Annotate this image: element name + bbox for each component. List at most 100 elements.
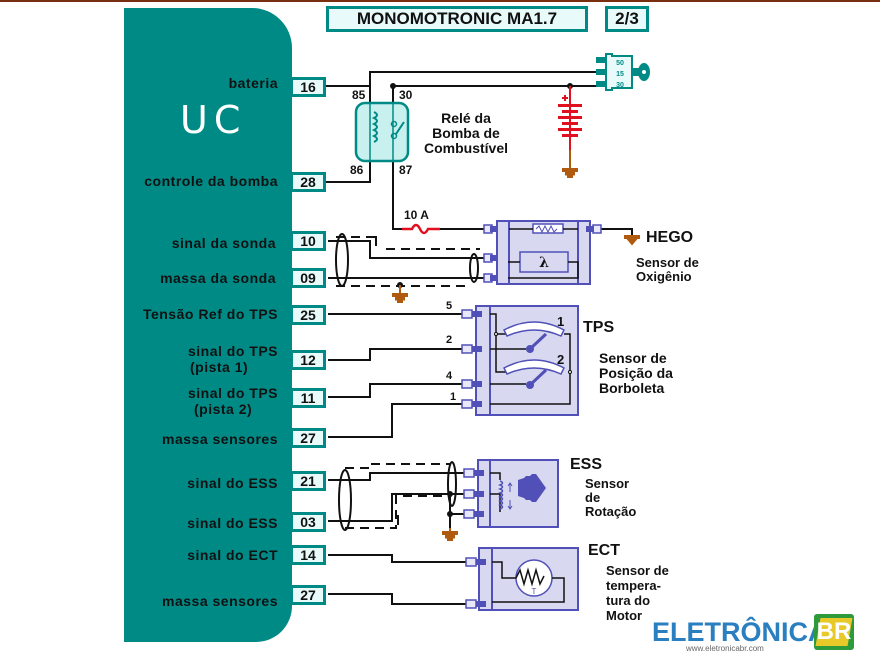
- ground-icon: [624, 235, 640, 246]
- tps-caption: Sensor de Posição da Borboleta: [599, 351, 673, 396]
- cable-bundle-ess-right: [447, 461, 457, 507]
- relay-terminal-87: 87: [399, 163, 413, 177]
- battery-icon: [558, 86, 582, 150]
- hego-caption-line: Sensor de: [636, 255, 699, 270]
- pin-label-line: (pista 2): [193, 401, 253, 417]
- pin-label-sinal-ess-2: sinal do ESS: [187, 515, 278, 531]
- pin-label-tensao-ref-tps: Tensão Ref do TPS: [142, 306, 278, 322]
- wire-ect-27: [328, 593, 470, 605]
- shield-ess-bottom: [345, 495, 450, 529]
- junction-dot: [447, 511, 453, 517]
- ignition-terminal-15: 15: [616, 71, 624, 78]
- connector-pin: [463, 468, 475, 478]
- pin-label-sinal-ect: sinal do ECT: [187, 547, 278, 563]
- fuse-icon: [402, 223, 440, 235]
- connector-pin: [463, 489, 475, 499]
- ess-caption-line: de: [585, 490, 601, 505]
- diagram-title: MONOMOTRONIC MA1.7: [326, 6, 588, 32]
- wire-ess-03: [328, 493, 488, 522]
- pin-label-sinal-ess-1: sinal do ESS: [187, 475, 278, 491]
- pin-label-sinal-tps-2: sinal do TPS (pista 2): [188, 385, 278, 417]
- ess-caption: Sensor de Rotação: [585, 477, 636, 519]
- shield-sonda-top: [336, 236, 480, 250]
- pin-21: 21: [290, 471, 326, 491]
- relay-caption-line: Combustível: [423, 140, 508, 156]
- logo-br-text: BR: [816, 618, 852, 645]
- tps-pin-5: 5: [446, 300, 453, 312]
- connector-pin: [461, 379, 473, 389]
- pin-27-b: 27: [290, 585, 326, 605]
- pin-label-line: (pista 1): [189, 359, 249, 375]
- connector-pin: [592, 224, 602, 234]
- ignition-switch-icon: 50 15 30: [596, 53, 650, 91]
- connector-pin: [461, 344, 473, 354]
- tps-sensor-block: [475, 305, 579, 416]
- lambda-symbol: λ: [539, 255, 549, 271]
- ignition-terminal-50: 50: [616, 60, 624, 67]
- ess-caption-line: Sensor: [585, 476, 630, 491]
- ect-caption-line: Motor: [606, 608, 643, 623]
- wire-ect-14: [328, 554, 470, 563]
- top-border-line: [0, 0, 880, 2]
- pin-09: 09: [290, 268, 326, 288]
- ignition-terminal-30: 30: [616, 82, 624, 89]
- pin-12: 12: [290, 350, 326, 370]
- ect-temp-symbol: T: [532, 587, 537, 596]
- ground-icon: [442, 528, 458, 541]
- ess-caption-line: Rotação: [585, 504, 637, 519]
- junction-dot: [447, 491, 453, 497]
- ground-icon: [392, 285, 408, 303]
- hego-caption-line: Oxigênio: [636, 269, 692, 284]
- wire-tps-11: [328, 383, 488, 398]
- pin-28: 28: [290, 172, 326, 192]
- pin-label-sinal-tps-1: sinal do TPS (pista 1): [188, 343, 278, 375]
- fuse-label: 10 A: [404, 208, 429, 222]
- tps-caption-line: Borboleta: [599, 380, 665, 396]
- pin-11: 11: [290, 388, 326, 408]
- pin-label-controle-bomba: controle da bomba: [144, 173, 278, 189]
- ess-code: ESS: [570, 456, 603, 473]
- tps-code: TPS: [583, 319, 615, 336]
- wire-hego-ground: [600, 228, 633, 236]
- wire-relay-87: [392, 160, 402, 230]
- pin-label-sinal-sonda: sinal da sonda: [171, 235, 276, 251]
- pin-label-massa-sonda: massa da sonda: [160, 270, 276, 286]
- pin-27: 27: [290, 428, 326, 448]
- tps-track-2: 2: [557, 352, 565, 367]
- ground-icon: [562, 150, 578, 178]
- wire-relay-86: [326, 160, 371, 183]
- logo-br-badge: BR: [814, 614, 854, 650]
- tps-pin-4: 4: [446, 370, 453, 382]
- relay-terminal-85: 85: [352, 88, 366, 102]
- pin-10: 10: [290, 231, 326, 251]
- tps-pin-2: 2: [446, 334, 453, 346]
- connector-pin: [465, 599, 477, 609]
- logo-url: www.eletronicabr.com: [686, 644, 764, 653]
- pin-label-massa-sensores: massa sensores: [162, 431, 278, 447]
- pin-label-line: sinal do TPS: [187, 385, 278, 401]
- ect-caption: Sensor de tempera- tura do Motor: [606, 563, 669, 623]
- wire-sonda-signal: [328, 240, 488, 259]
- hego-code: HEGO: [646, 229, 694, 246]
- connector-pin: [463, 509, 475, 519]
- ess-sensor-block: [477, 459, 559, 528]
- connector-pin: [461, 399, 473, 409]
- cable-bundle-sonda-left: [335, 233, 349, 287]
- logo-text: ELETRÔNICA: [652, 617, 828, 647]
- relay-icon: [354, 101, 410, 163]
- hego-caption: Sensor de Oxigênio: [636, 256, 699, 284]
- connector-pin: [461, 309, 473, 319]
- ground-icons: [392, 150, 640, 541]
- connector-plugs: [461, 224, 602, 609]
- pin-label-massa-sensores-2: massa sensores: [162, 593, 278, 609]
- tps-pin-1: 1: [450, 391, 457, 403]
- junction-dot: [390, 83, 396, 89]
- relay-caption: Relé da Bomba de Combustível: [416, 111, 516, 156]
- pin-16: 16: [290, 77, 326, 97]
- pin-25: 25: [290, 305, 326, 325]
- ecu-label: UC: [180, 98, 247, 142]
- ect-caption-line: tura do: [606, 593, 651, 608]
- ect-code: ECT: [588, 542, 620, 559]
- relay-caption-line: Relé da: [441, 110, 491, 126]
- pin-label-bateria: bateria: [228, 75, 278, 91]
